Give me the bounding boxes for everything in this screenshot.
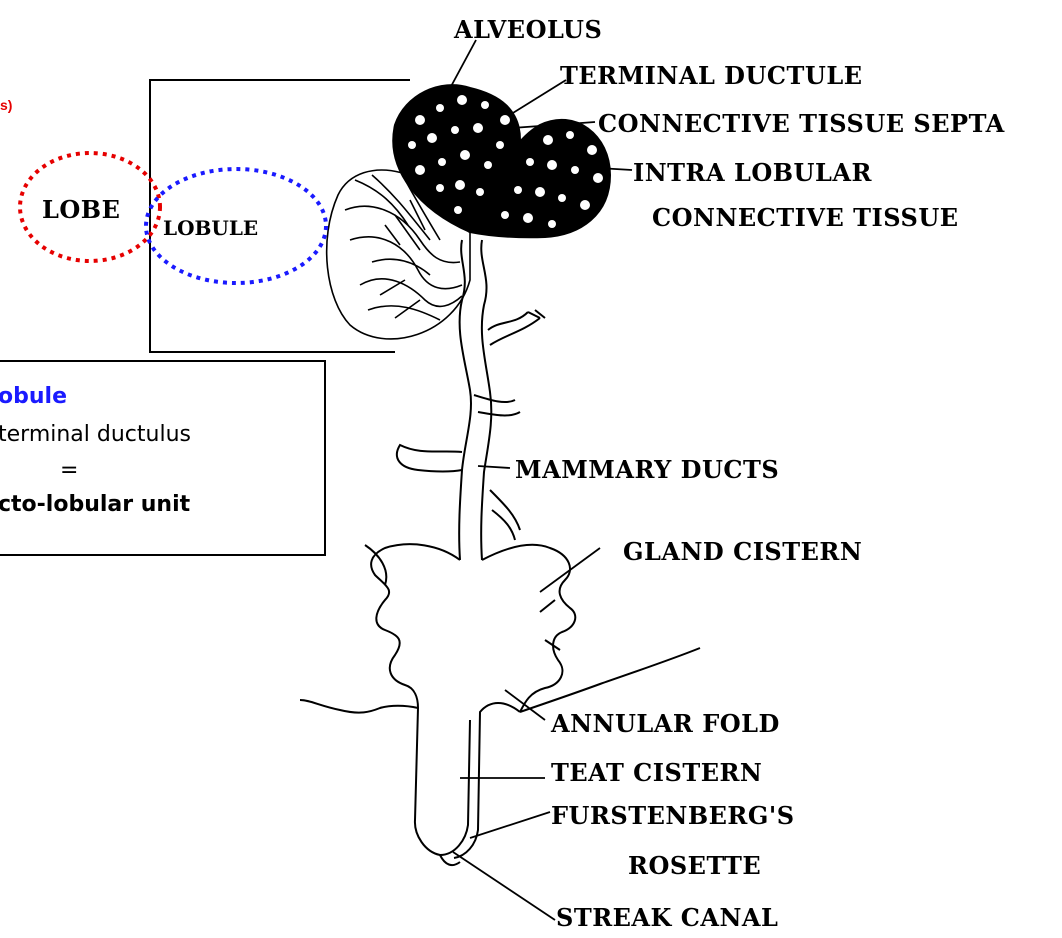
label-mammary-ducts: MAMMARY DUCTS: [515, 455, 779, 484]
label-annular-fold: ANNULAR FOLD: [550, 709, 780, 738]
label-rosette: ROSETTE: [628, 851, 761, 880]
label-connective-tissue: CONNECTIVE TISSUE: [652, 203, 959, 232]
label-terminal-ductule: TERMINAL DUCTULE: [560, 61, 862, 90]
label-lobule: LOBULE: [163, 216, 258, 240]
label-gland-cistern: GLAND CISTERN: [623, 537, 862, 566]
label-streak-canal: STREAK CANAL: [556, 903, 778, 932]
red-note: s): [0, 97, 12, 113]
info-box-line-2: terminal ductulus: [0, 422, 191, 447]
label-furstenbergs: FURSTENBERG'S: [551, 801, 795, 830]
label-intra-lobular: INTRA LOBULAR: [633, 158, 872, 187]
label-alveolus: ALVEOLUS: [453, 15, 602, 44]
info-box: obule terminal ductulus = cto-lobular un…: [0, 360, 326, 556]
label-lobe: LOBE: [42, 195, 120, 224]
info-box-line-4: cto-lobular unit: [0, 492, 190, 517]
info-box-title: obule: [0, 384, 67, 409]
label-connective-tissue-septa: CONNECTIVE TISSUE SEPTA: [598, 109, 1005, 138]
label-teat-cistern: TEAT CISTERN: [551, 758, 762, 787]
info-box-equals: =: [60, 458, 78, 483]
